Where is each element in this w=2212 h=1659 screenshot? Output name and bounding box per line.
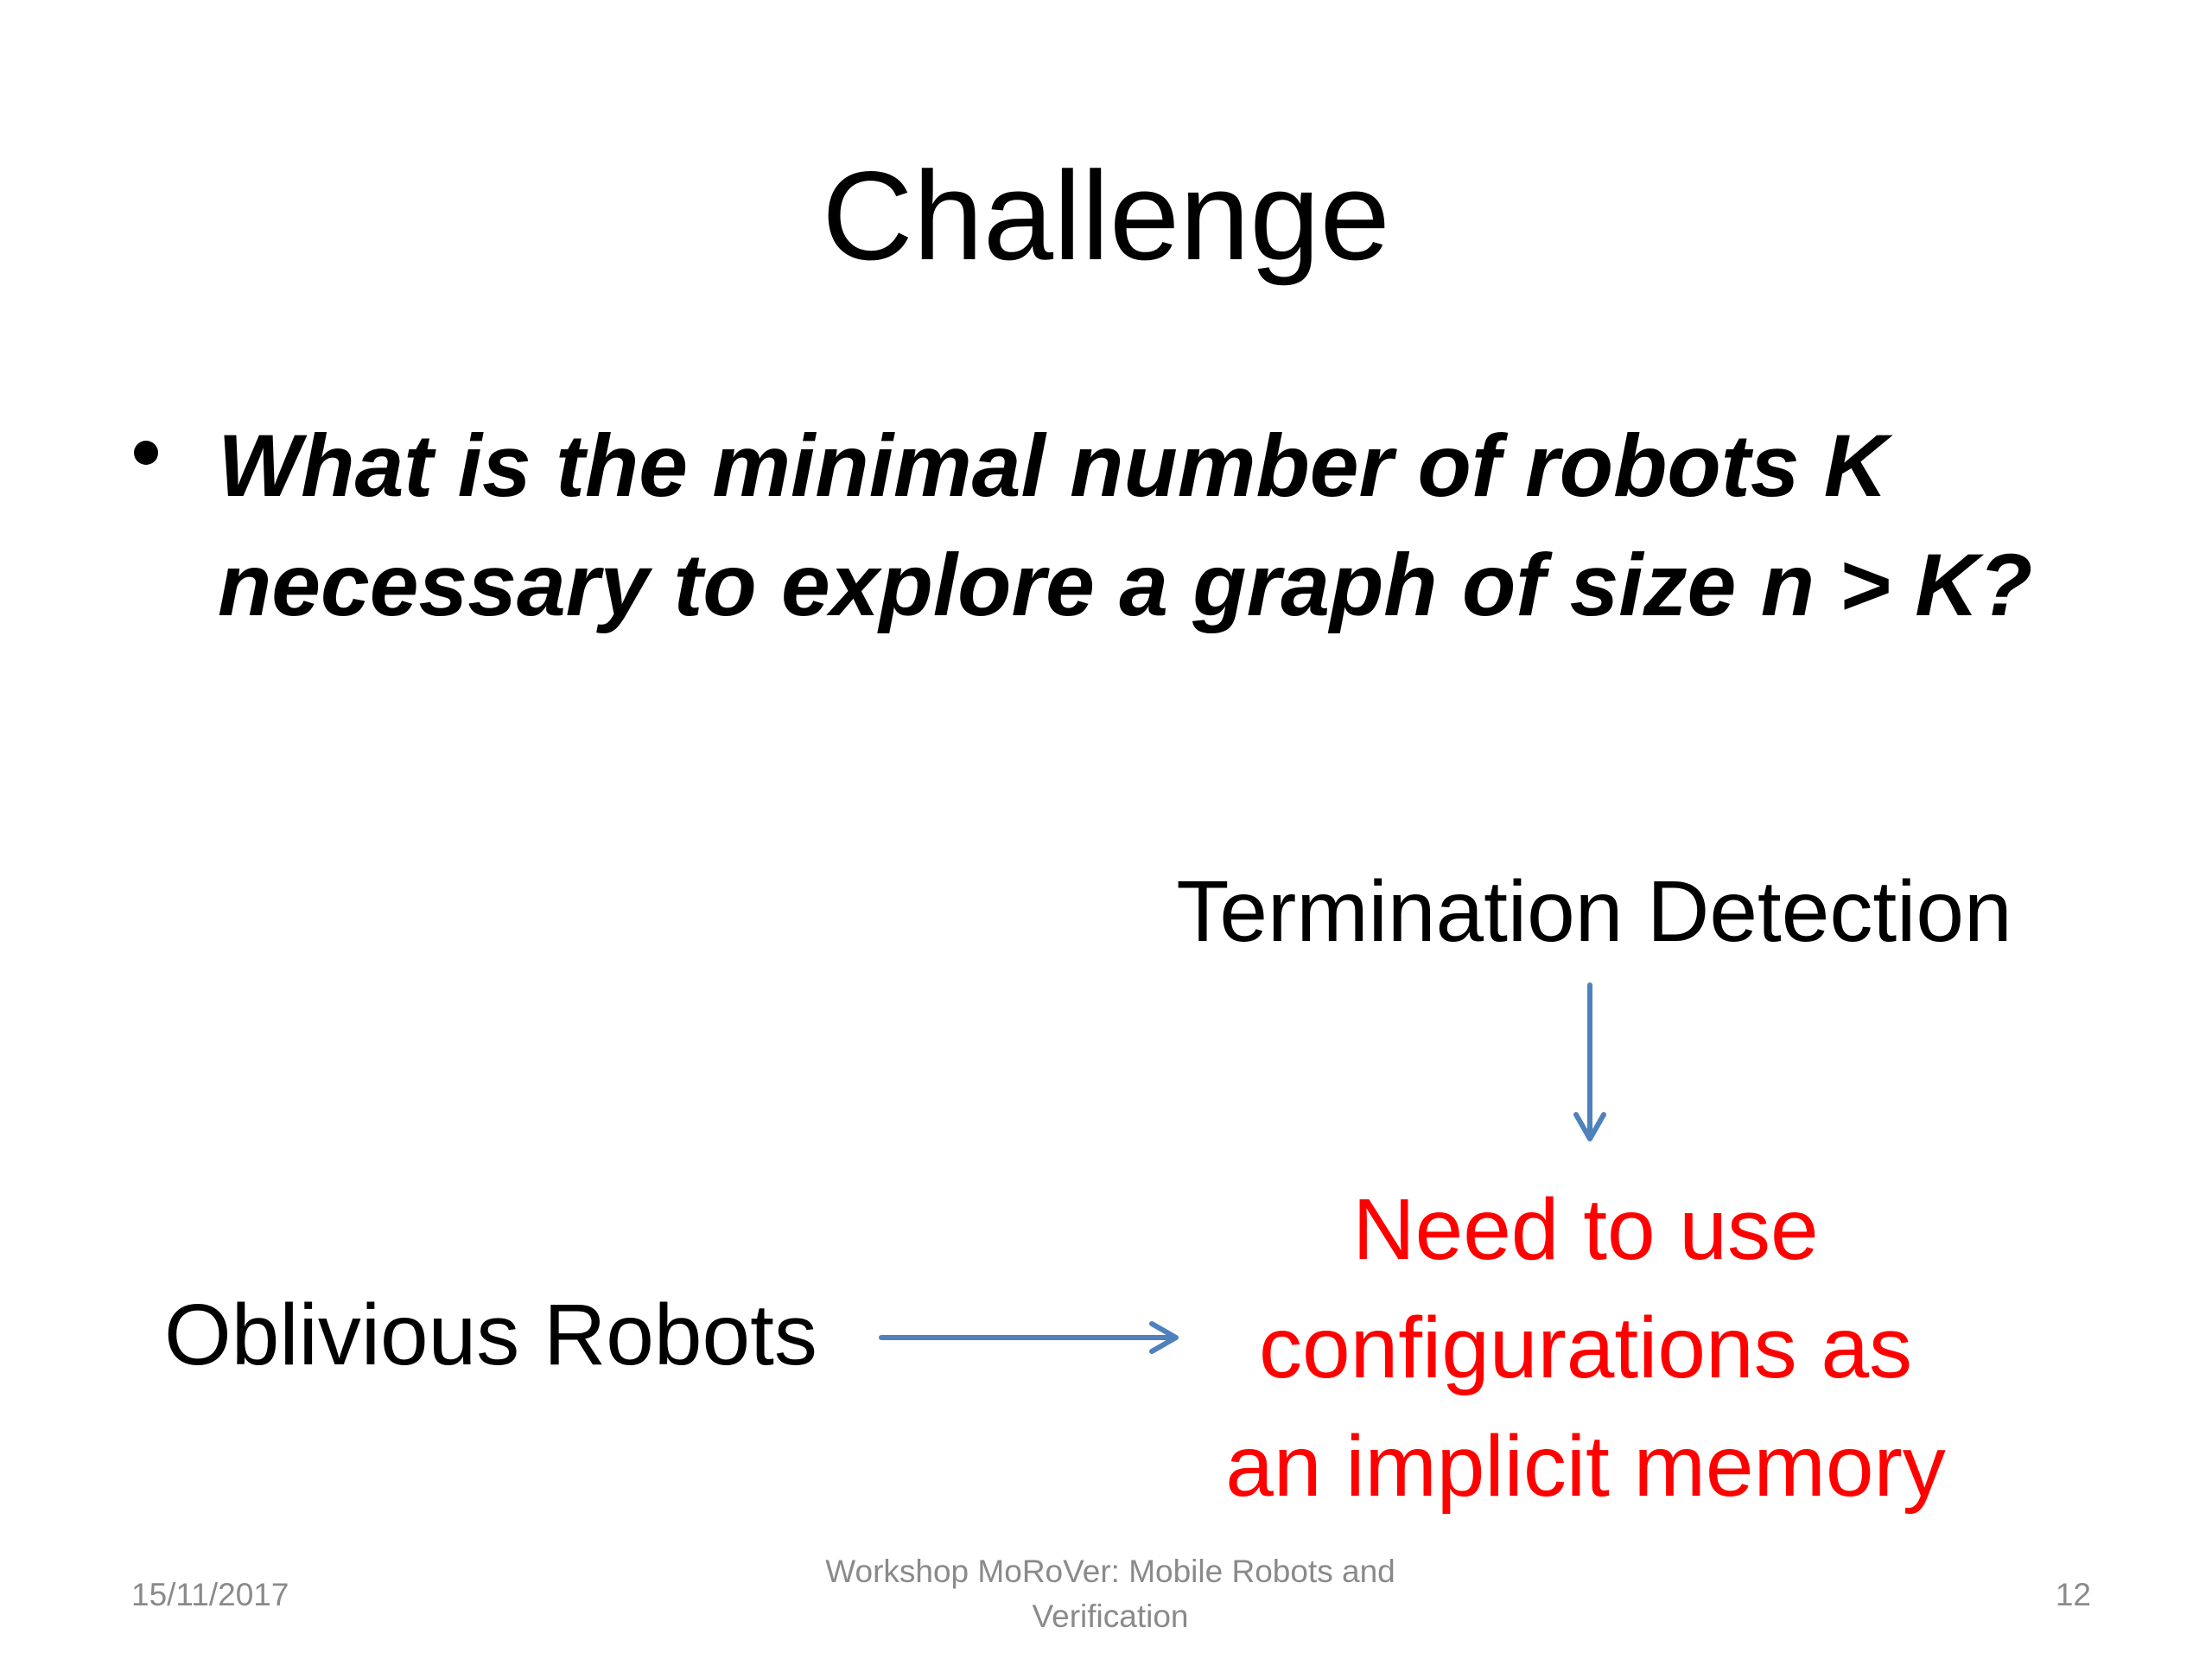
oblivious-robots-label: Oblivious Robots: [164, 1287, 817, 1383]
slide-title: Challenge: [822, 145, 1390, 286]
footer-date: 15/11/2017: [131, 1577, 289, 1612]
termination-detection-label: Termination Detection: [1176, 863, 2012, 960]
conclusion-text: Need to use configurations as an implici…: [1225, 1181, 1946, 1515]
footer-event-title: Workshop MoRoVer: Mobile Robots and Veri…: [825, 1554, 1395, 1634]
bullet-question-text: What is the minimal number of robots K n…: [218, 416, 2033, 634]
right-arrow-icon: [879, 1321, 1179, 1354]
footer-page-number: 12: [2055, 1577, 2091, 1612]
down-arrow-icon: [1573, 982, 1606, 1141]
bullet-dot-icon: [134, 441, 158, 465]
